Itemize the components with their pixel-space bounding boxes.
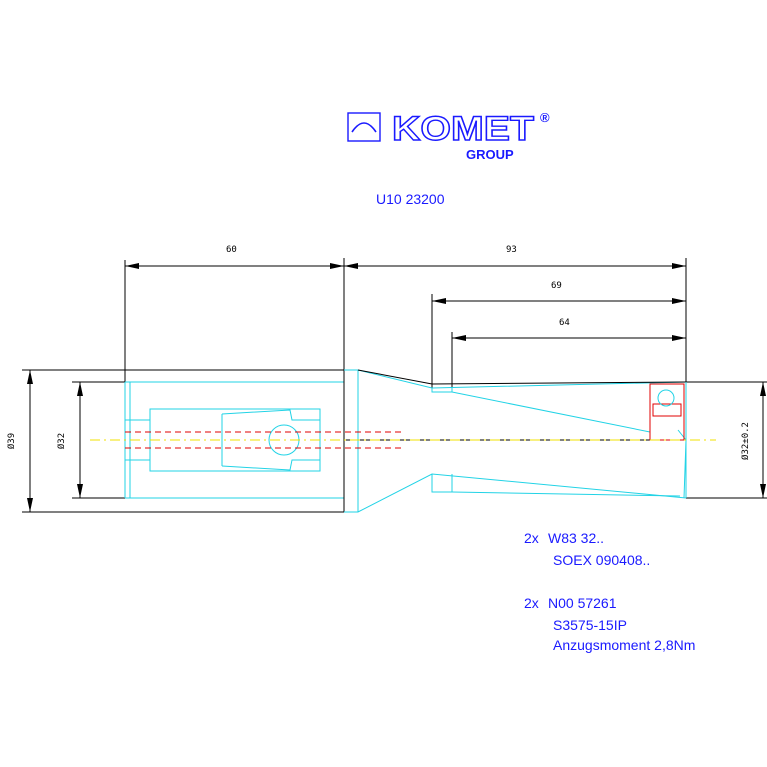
logo-brand: KOMET	[392, 110, 534, 148]
dim-dia-cut: Ø32±0.2	[740, 422, 751, 460]
drawing-title: U10 23200	[376, 191, 445, 207]
dim-dia-outer: Ø39	[6, 433, 17, 449]
dim-length-short: 64	[559, 318, 570, 328]
note-2-qty: 2x	[524, 595, 539, 611]
dim-dia-shank: Ø32	[56, 433, 67, 449]
note-1-code: W83 32..	[548, 530, 604, 546]
note-2-detail: S3575-15IP	[553, 617, 627, 633]
dimension-lines	[22, 258, 767, 513]
note-1-qty: 2x	[524, 530, 539, 546]
parts-notes: 2x W83 32.. SOEX 090408.. 2x N00 57261 S…	[524, 530, 695, 653]
komet-logo: KOMET ® GROUP	[347, 109, 550, 162]
dim-length-left: 60	[226, 245, 237, 255]
dim-length-right: 93	[506, 245, 517, 255]
note-2-detail2: Anzugsmoment 2,8Nm	[553, 637, 695, 653]
note-1-detail: SOEX 090408..	[553, 552, 650, 568]
logo-registered-mark: ®	[540, 110, 550, 125]
note-2-code: N00 57261	[548, 595, 617, 611]
dim-length-mid: 69	[551, 281, 562, 291]
tool-body	[124, 369, 687, 513]
logo-sub: GROUP	[466, 147, 514, 162]
komet-arc-logo-icon	[347, 112, 381, 142]
